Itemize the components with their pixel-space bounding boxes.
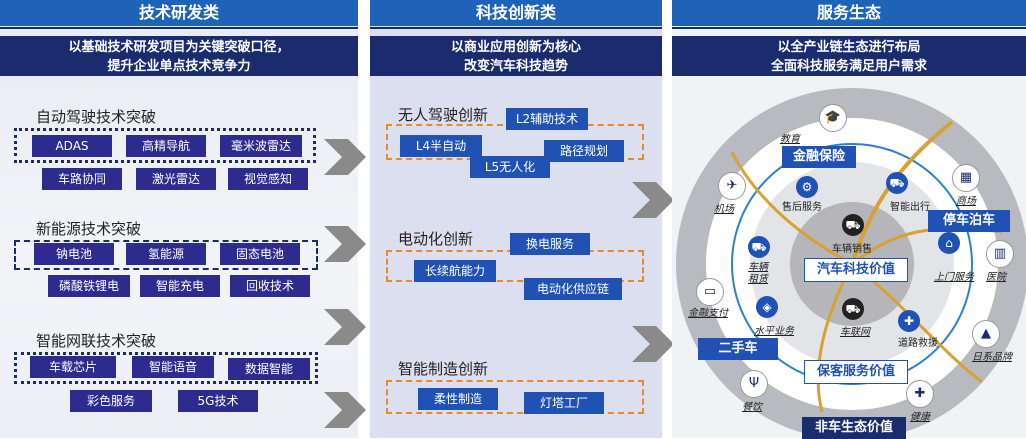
inner-label: 道路救援 bbox=[898, 338, 938, 349]
after-sales-icon: ⚙ bbox=[796, 176, 818, 198]
brand-icon: ▲ bbox=[972, 320, 1000, 348]
panel-tech-rd: 技术研发类 以基础技术研发项目为关键突破口径， 提升企业单点技术竞争力 自动驾驶… bbox=[0, 0, 358, 438]
outer-label: 日系品牌 bbox=[972, 352, 1012, 363]
panel-header: 科技创新类 bbox=[370, 0, 662, 26]
tag: 彩色服务 bbox=[70, 390, 152, 412]
tag: 磷酸铁锂电 bbox=[48, 275, 130, 297]
smart-mobility-icon: ⛟ bbox=[886, 172, 908, 194]
dining-icon: Ψ bbox=[740, 370, 768, 398]
payment-icon: ▭ bbox=[696, 278, 724, 306]
panel-subtitle: 以全产业链生态进行布局 全面科技服务满足用户需求 bbox=[672, 36, 1026, 76]
tag: 数据智能 bbox=[228, 358, 310, 380]
header-divider bbox=[0, 27, 358, 29]
tag: 路径规划 bbox=[544, 140, 624, 162]
section-title: 无人驾驶创新 bbox=[398, 106, 489, 124]
panel-header: 技术研发类 bbox=[0, 0, 358, 26]
panel-subtitle: 以基础技术研发项目为关键突破口径， 提升企业单点技术竞争力 bbox=[0, 36, 358, 76]
tag: 车载芯片 bbox=[30, 356, 116, 378]
panel-header: 服务生态 bbox=[672, 0, 1026, 26]
header-divider bbox=[370, 27, 662, 29]
inner-label: 车联网 bbox=[840, 327, 870, 338]
vehicle-sales-icon: ⛟ bbox=[842, 214, 864, 236]
chevron-right-icon bbox=[324, 139, 366, 175]
section-title: 智能网联技术突破 bbox=[36, 332, 157, 350]
header-divider bbox=[672, 27, 1026, 29]
tag: 高精导航 bbox=[126, 135, 206, 157]
chevron-right-icon bbox=[324, 392, 366, 428]
inner-label: 智能出行 bbox=[890, 202, 930, 213]
dashed-frame bbox=[386, 380, 644, 414]
rental-icon: ⛟ bbox=[748, 236, 770, 258]
subtitle-line-1: 以全产业链生态进行布局 bbox=[777, 40, 921, 55]
section-title: 新能源技术突破 bbox=[36, 220, 142, 238]
chevron-right-icon bbox=[632, 182, 674, 218]
tag: 车路协同 bbox=[42, 168, 122, 190]
tag: ADAS bbox=[32, 135, 112, 157]
outer-value-label: 非车生态价值 bbox=[802, 417, 906, 439]
chevron-right-icon bbox=[324, 309, 366, 345]
subtitle-line-1: 以商业应用创新为核心 bbox=[450, 40, 581, 55]
outer-label: 金融支付 bbox=[688, 308, 728, 319]
outer-label: 车辆租赁 bbox=[748, 262, 768, 285]
tag: L4半自动 bbox=[400, 135, 482, 157]
panel-service-ecosystem: 服务生态 以全产业链生态进行布局 全面科技服务满足用户需求 汽车科技价值 保客服… bbox=[672, 0, 1026, 439]
tag: 5G技术 bbox=[178, 390, 258, 412]
panel-subtitle: 以商业应用创新为核心 改变汽车科技趋势 bbox=[370, 36, 662, 76]
tag: 柔性制造 bbox=[418, 388, 498, 410]
education-icon: 🎓 bbox=[819, 104, 847, 132]
outer-label: 教育 bbox=[780, 134, 800, 145]
tag: 固态电池 bbox=[220, 243, 300, 265]
subtitle-line-1: 以基础技术研发项目为关键突破口径， bbox=[68, 40, 290, 55]
box-finance-insurance: 金融保险 bbox=[782, 146, 856, 168]
dotted-frame bbox=[14, 352, 318, 384]
tag: 激光雷达 bbox=[136, 168, 216, 190]
subtitle-line-2: 提升企业单点技术竞争力 bbox=[107, 59, 251, 74]
tag: 回收技术 bbox=[230, 275, 310, 297]
tag: L2辅助技术 bbox=[506, 108, 588, 130]
tag: 氢能源 bbox=[126, 243, 206, 265]
inner-label: 车辆销售 bbox=[832, 244, 872, 255]
box-used-car: 二手车 bbox=[698, 338, 778, 360]
tag: 换电服务 bbox=[510, 233, 590, 255]
mall-icon: ▦ bbox=[952, 164, 980, 192]
tag: 毫米波雷达 bbox=[220, 135, 302, 157]
inner-value-label: 保客服务价值 bbox=[804, 360, 908, 384]
health-icon: ✚ bbox=[906, 380, 934, 408]
dotted-frame bbox=[14, 128, 316, 163]
chevron-right-icon bbox=[324, 226, 366, 262]
inner-label: 售后服务 bbox=[782, 202, 822, 213]
tag: 视觉感知 bbox=[228, 168, 308, 190]
connected-car-icon: ⛟ bbox=[842, 298, 864, 320]
dashed-frame bbox=[14, 240, 318, 270]
outer-label: 医院 bbox=[986, 272, 1006, 283]
road-rescue-icon: ✚ bbox=[898, 310, 920, 332]
outer-label: 餐饮 bbox=[742, 402, 762, 413]
subtitle-line-2: 全面科技服务满足用户需求 bbox=[770, 59, 927, 74]
hospital-icon: ▥ bbox=[986, 240, 1014, 268]
tag: 长续航能力 bbox=[414, 260, 496, 282]
outer-label: 机场 bbox=[714, 204, 734, 215]
horizontal-business-icon: ◈ bbox=[756, 296, 778, 318]
tag: 智能充电 bbox=[140, 275, 220, 297]
section-title: 电动化创新 bbox=[398, 230, 474, 248]
section-title: 自动驾驶技术突破 bbox=[36, 108, 157, 126]
tag: 智能语音 bbox=[132, 356, 214, 378]
outer-label: 商场 bbox=[956, 196, 976, 207]
outer-label: 上门服务 bbox=[934, 272, 974, 283]
subtitle-line-2: 改变汽车科技趋势 bbox=[463, 59, 568, 74]
box-parking: 停车泊车 bbox=[928, 210, 1010, 232]
tag: 灯塔工厂 bbox=[524, 392, 604, 414]
onsite-service-icon: ⌂ bbox=[938, 232, 960, 254]
chevron-right-icon bbox=[632, 326, 674, 362]
tag: 电动化供应链 bbox=[524, 278, 622, 300]
airport-icon: ✈ bbox=[718, 172, 746, 200]
outer-label: 健康 bbox=[910, 412, 930, 423]
center-value-label: 汽车科技价值 bbox=[804, 258, 908, 282]
outer-label: 水平业务 bbox=[754, 326, 794, 337]
tag: L5无人化 bbox=[470, 156, 550, 178]
panel-tech-innovation: 科技创新类 以商业应用创新为核心 改变汽车科技趋势 无人驾驶创新 L2辅助技术 … bbox=[370, 0, 662, 438]
tag: 钠电池 bbox=[34, 243, 114, 265]
section-title: 智能制造创新 bbox=[398, 360, 489, 378]
